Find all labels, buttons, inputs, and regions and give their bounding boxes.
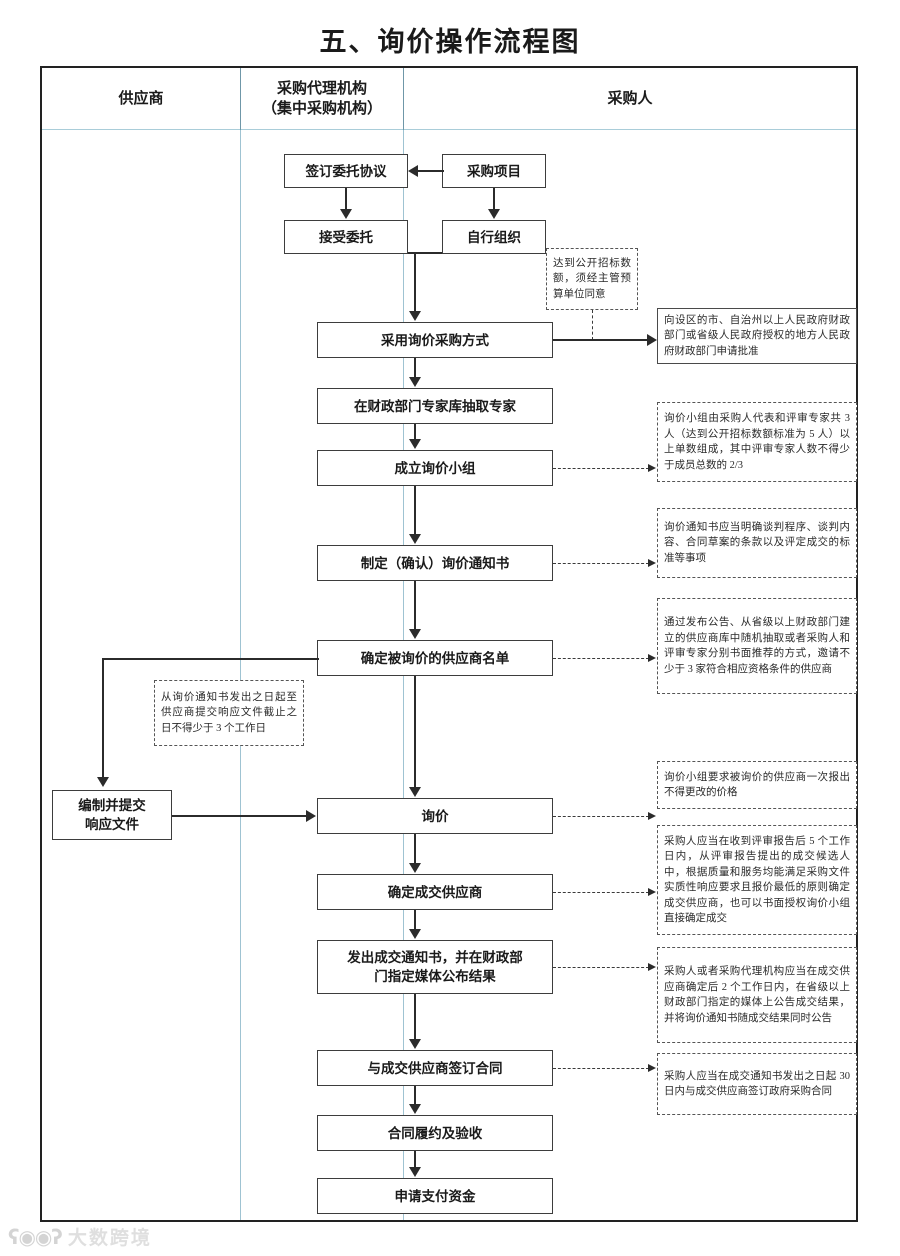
connector-project-to-self [493, 188, 495, 210]
node-prepare-response-document[interactable]: 编制并提交 响应文件 [52, 790, 172, 840]
page-title: 五、询价操作流程图 [319, 27, 581, 57]
connector-notice-to-list [414, 581, 416, 629]
arrowhead-project-to-sign [408, 165, 418, 177]
arrowhead-left-to-prepare [97, 777, 109, 787]
connector-list-to-inquiry [414, 676, 416, 788]
arrowhead-adopt-to-approval [647, 334, 657, 346]
lane-label-purchaser: 采购人 [607, 91, 653, 107]
swimlane-header: 供应商 采购代理机构 （集中采购机构） 采购人 [42, 68, 856, 130]
lane-divider-1 [240, 130, 241, 1220]
node-make-inquiry-notice[interactable]: 制定（确认）询价通知书 [317, 545, 553, 581]
arrowhead-group-to-note [648, 464, 656, 472]
arrowhead-inquiry-to-note [648, 812, 656, 820]
node-sign-entrust-agreement[interactable]: 签订委托协议 [284, 154, 408, 188]
arrowhead-contract-to-note [648, 1064, 656, 1072]
connector-group-to-note [553, 468, 649, 469]
lane-label-agency-line2: （集中采购机构） [261, 101, 382, 117]
arrowhead-perform-to-payment [409, 1167, 421, 1177]
arrowhead-sign-to-accept [340, 209, 352, 219]
node-prepare-response-line2: 响应文件 [85, 817, 139, 832]
lane-title-purchaser: 采购人 [404, 68, 856, 130]
node-contract-performance-acceptance[interactable]: 合同履约及验收 [317, 1115, 553, 1151]
node-sign-contract-with-winner[interactable]: 与成交供应商签订合同 [317, 1050, 553, 1086]
lane-title-supplier: 供应商 [42, 68, 240, 130]
watermark: ʕ◉◉ʔ 大数跨境 [8, 1223, 152, 1250]
connector-project-to-sign [418, 170, 444, 172]
arrowhead-determine-to-note [648, 888, 656, 896]
arrowhead-issue-to-contract [409, 1039, 421, 1049]
arrowhead-merge-to-adopt [409, 311, 421, 321]
connector-merge-bus-right [408, 252, 442, 254]
arrowhead-list-to-note [648, 654, 656, 662]
arrowhead-contract-to-perform [409, 1104, 421, 1114]
connector-notice-to-note [553, 563, 649, 564]
arrowhead-notice-to-note [648, 559, 656, 567]
arrowhead-notice-to-list [409, 629, 421, 639]
flowchart-frame: 供应商 采购代理机构 （集中采购机构） 采购人 签订委托协议 采购项目 接受委托… [40, 66, 858, 1222]
note-financial-approval: 向设区的市、自治州以上人民政府财政部门或省级人民政府授权的地方人民政府财政部门申… [657, 308, 857, 364]
node-determine-winning-supplier[interactable]: 确定成交供应商 [317, 874, 553, 910]
connector-experts-to-group [414, 424, 416, 440]
arrowhead-inquiry-to-determine [409, 863, 421, 873]
connector-issue-to-note [553, 967, 649, 968]
connector-adopt-to-approval [553, 339, 649, 341]
arrowhead-experts-to-group [409, 439, 421, 449]
note-open-bidding-threshold: 达到公开招标数额，须经主管预算单位同意 [546, 248, 638, 310]
arrowhead-list-to-inquiry [409, 787, 421, 797]
arrowhead-adopt-to-experts [409, 377, 421, 387]
node-draw-experts[interactable]: 在财政部门专家库抽取专家 [317, 388, 553, 424]
connector-contract-to-note [553, 1068, 649, 1069]
node-confirm-supplier-list[interactable]: 确定被询价的供应商名单 [317, 640, 553, 676]
node-form-inquiry-group[interactable]: 成立询价小组 [317, 450, 553, 486]
node-inquiry[interactable]: 询价 [317, 798, 553, 834]
connector-contract-to-perform [414, 1086, 416, 1104]
node-apply-payment[interactable]: 申请支付资金 [317, 1178, 553, 1214]
watermark-text: 大数跨境 [67, 1228, 152, 1249]
arrowhead-prepare-to-inquiry [306, 810, 316, 822]
arrowhead-determine-to-issue [409, 929, 421, 939]
note-response-working-days: 从询价通知书发出之日起至供应商提交响应文件截止之日不得少于 3 个工作日 [154, 680, 304, 746]
connector-merge-to-adopt [414, 288, 416, 312]
node-accept-entrustment[interactable]: 接受委托 [284, 220, 408, 254]
watermark-logo-icon: ʕ◉◉ʔ [8, 1224, 63, 1249]
note-supplier-selection: 通过发布公告、从省级以上财政部门建立的供应商库中随机抽取或者采购人和评审专家分别… [657, 598, 857, 694]
connector-determine-to-issue [414, 910, 416, 930]
connector-merge-down [414, 252, 416, 290]
connector-list-to-note [553, 658, 649, 659]
note-notice-content: 询价通知书应当明确谈判程序、谈判内容、合同草案的条款以及评定成交的标准等事项 [657, 508, 857, 578]
connector-left-down [102, 658, 104, 778]
node-adopt-inquiry-method[interactable]: 采用询价采购方式 [317, 322, 553, 358]
connector-sign-to-accept [345, 188, 347, 210]
node-procurement-project[interactable]: 采购项目 [442, 154, 546, 188]
connector-perform-to-payment [414, 1151, 416, 1168]
lane-divider-1-header [240, 68, 241, 130]
node-issue-notice-line2: 门指定媒体公布结果 [374, 969, 496, 984]
arrowhead-project-to-self [488, 209, 500, 219]
lane-divider-2-header [403, 68, 404, 130]
connector-list-to-left [102, 658, 319, 660]
connector-determine-to-note [553, 892, 649, 893]
note-contract-30-days: 采购人应当在成交通知书发出之日起 30 日内与成交供应商签订政府采购合同 [657, 1053, 857, 1115]
connector-adopt-to-experts [414, 358, 416, 378]
node-prepare-response-line1: 编制并提交 [78, 798, 146, 813]
lane-label-supplier: 供应商 [118, 91, 164, 107]
arrowhead-issue-to-note [648, 963, 656, 971]
arrowhead-group-to-notice [409, 534, 421, 544]
lane-label-agency-line1: 采购代理机构 [276, 81, 367, 97]
lane-title-agency: 采购代理机构 （集中采购机构） [241, 68, 403, 130]
node-issue-winning-notice[interactable]: 发出成交通知书，并在财政部 门指定媒体公布结果 [317, 940, 553, 994]
connector-inquiry-to-note [553, 816, 649, 817]
note-determine-winner-rule: 采购人应当在收到评审报告后 5 个工作日内，从评审报告提出的成交候选人中，根据质… [657, 825, 857, 935]
node-self-organize[interactable]: 自行组织 [442, 220, 546, 254]
connector-issue-to-contract [414, 994, 416, 1039]
note-group-composition: 询价小组由采购人代表和评审专家共 3 人（达到公开招标数额标准为 5 人）以上单… [657, 402, 857, 482]
note-announce-result-rule: 采购人或者采购代理机构应当在成交供应商确定后 2 个工作日内，在省级以上财政部门… [657, 947, 857, 1043]
connector-threshold-note [592, 310, 593, 340]
node-issue-notice-line1: 发出成交通知书，并在财政部 [347, 950, 523, 965]
note-one-time-price: 询价小组要求被询价的供应商一次报出不得更改的价格 [657, 761, 857, 809]
connector-group-to-notice [414, 486, 416, 534]
connector-inquiry-to-determine [414, 834, 416, 863]
connector-prepare-to-inquiry [172, 815, 307, 817]
